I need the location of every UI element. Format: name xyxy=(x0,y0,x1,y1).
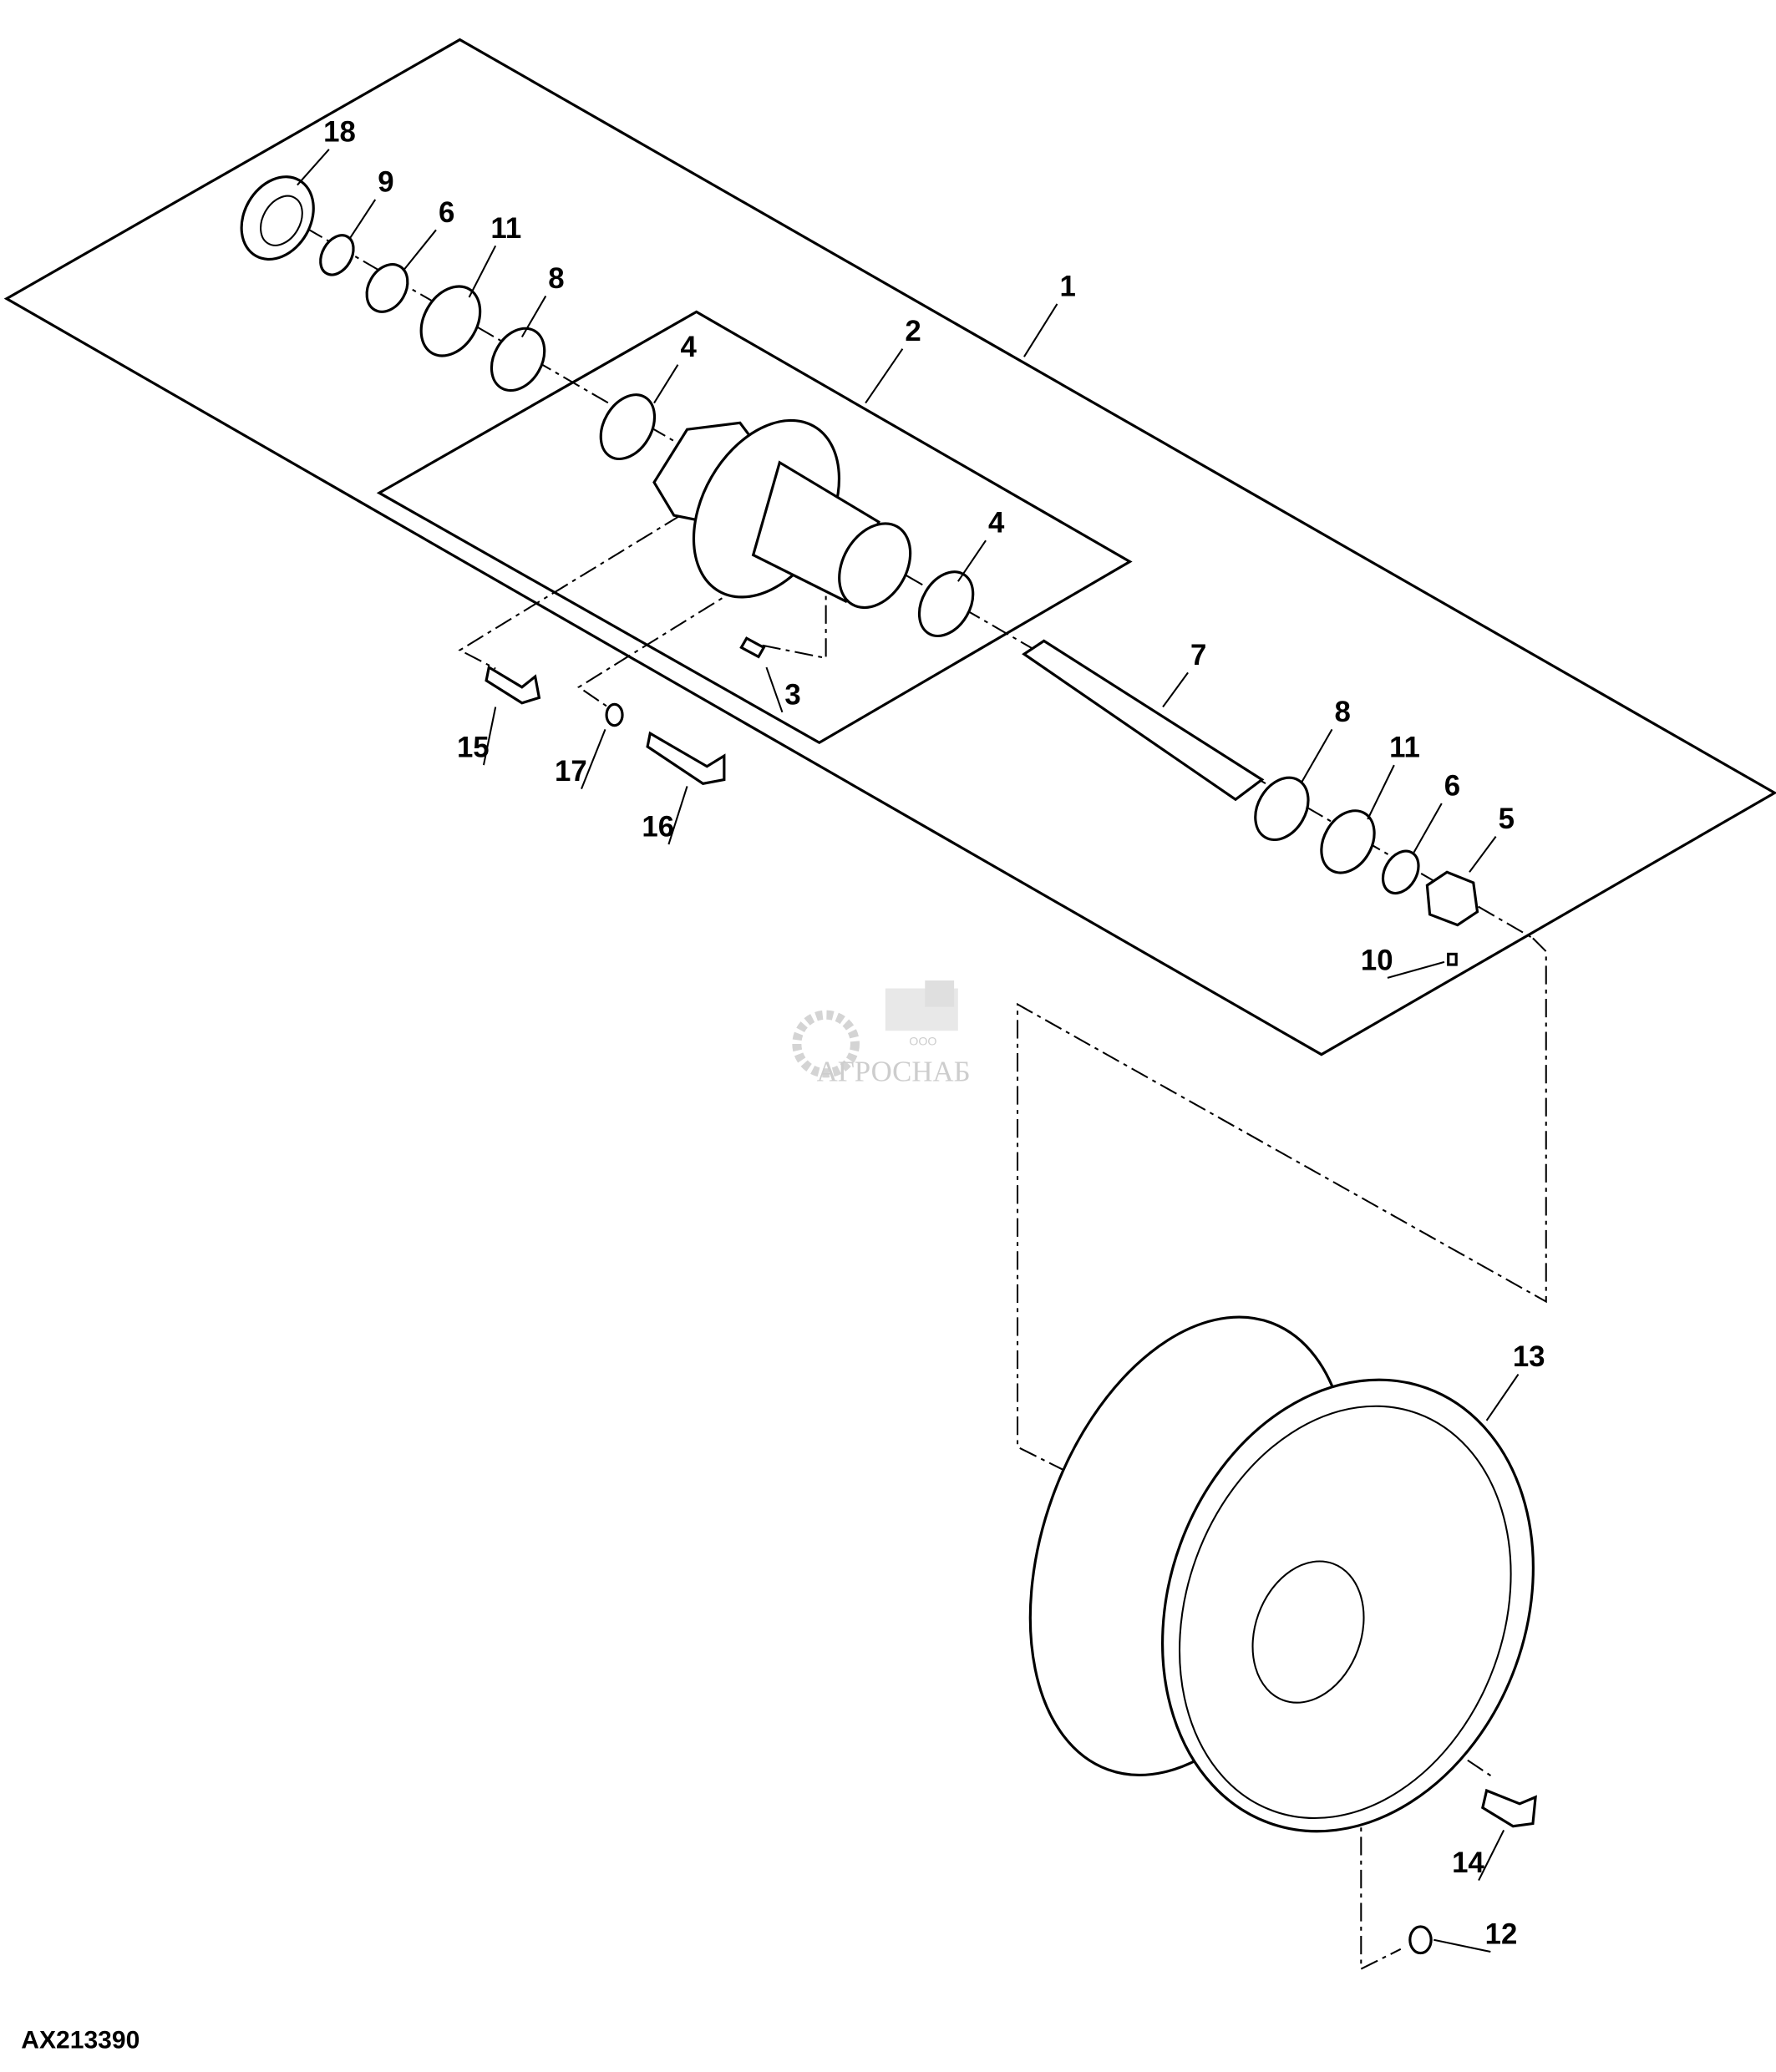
callout-10: 10 xyxy=(1361,944,1393,976)
leader-line xyxy=(1433,1938,1491,1953)
leader-line xyxy=(1469,835,1497,873)
leader-line xyxy=(482,707,497,766)
leader-line xyxy=(765,666,784,713)
callout-15: 15 xyxy=(457,732,490,764)
callout-8: 8 xyxy=(1334,696,1350,728)
leader-line xyxy=(1413,803,1443,854)
callout-7: 7 xyxy=(1190,639,1206,671)
leader-line xyxy=(653,364,679,404)
callout-17: 17 xyxy=(555,755,587,788)
leader-line xyxy=(1023,303,1058,357)
leader-line xyxy=(297,149,330,186)
leader-line xyxy=(1367,764,1395,820)
leader-line xyxy=(349,199,377,239)
callout-5: 5 xyxy=(1499,803,1515,835)
callout-9: 9 xyxy=(378,165,393,198)
leader-line xyxy=(1485,1373,1520,1421)
leader-line xyxy=(581,729,606,789)
leader-line xyxy=(468,245,497,298)
callout-8: 8 xyxy=(548,262,564,295)
callout-4: 4 xyxy=(988,507,1005,540)
assembly-boundary-2 xyxy=(376,310,1133,745)
parts xyxy=(240,175,1537,1955)
drawing-number: AX213390 xyxy=(21,2027,140,2054)
callout-1: 1 xyxy=(1059,270,1075,302)
callout-18: 18 xyxy=(323,115,356,148)
leader-line xyxy=(1478,1829,1505,1882)
assembly-boundary-1 xyxy=(3,38,1776,1056)
callout-14: 14 xyxy=(1452,1847,1484,1879)
callout-11: 11 xyxy=(1389,732,1420,764)
callout-12: 12 xyxy=(1485,1918,1518,1951)
leader-line xyxy=(865,348,904,404)
callout-4: 4 xyxy=(680,331,697,363)
watermark-logo: ООО АГРОСНАБ xyxy=(792,980,971,1087)
watermark-prefix: ООО xyxy=(909,1036,936,1049)
callout-6: 6 xyxy=(1444,770,1460,803)
leader-line xyxy=(520,295,547,337)
leader-line xyxy=(667,786,688,845)
callout-2: 2 xyxy=(905,315,921,347)
callout-16: 16 xyxy=(642,811,674,843)
callout-6: 6 xyxy=(439,196,454,229)
leader-line xyxy=(957,540,987,582)
leader-line xyxy=(1162,671,1189,708)
watermark-name: АГРОСНАБ xyxy=(817,1055,971,1087)
callout-3: 3 xyxy=(784,678,800,711)
leader-line xyxy=(1301,728,1333,783)
callout-11: 11 xyxy=(490,212,521,245)
leader-line xyxy=(1387,960,1445,979)
callout-13: 13 xyxy=(1513,1340,1545,1373)
leader-line xyxy=(402,229,437,272)
